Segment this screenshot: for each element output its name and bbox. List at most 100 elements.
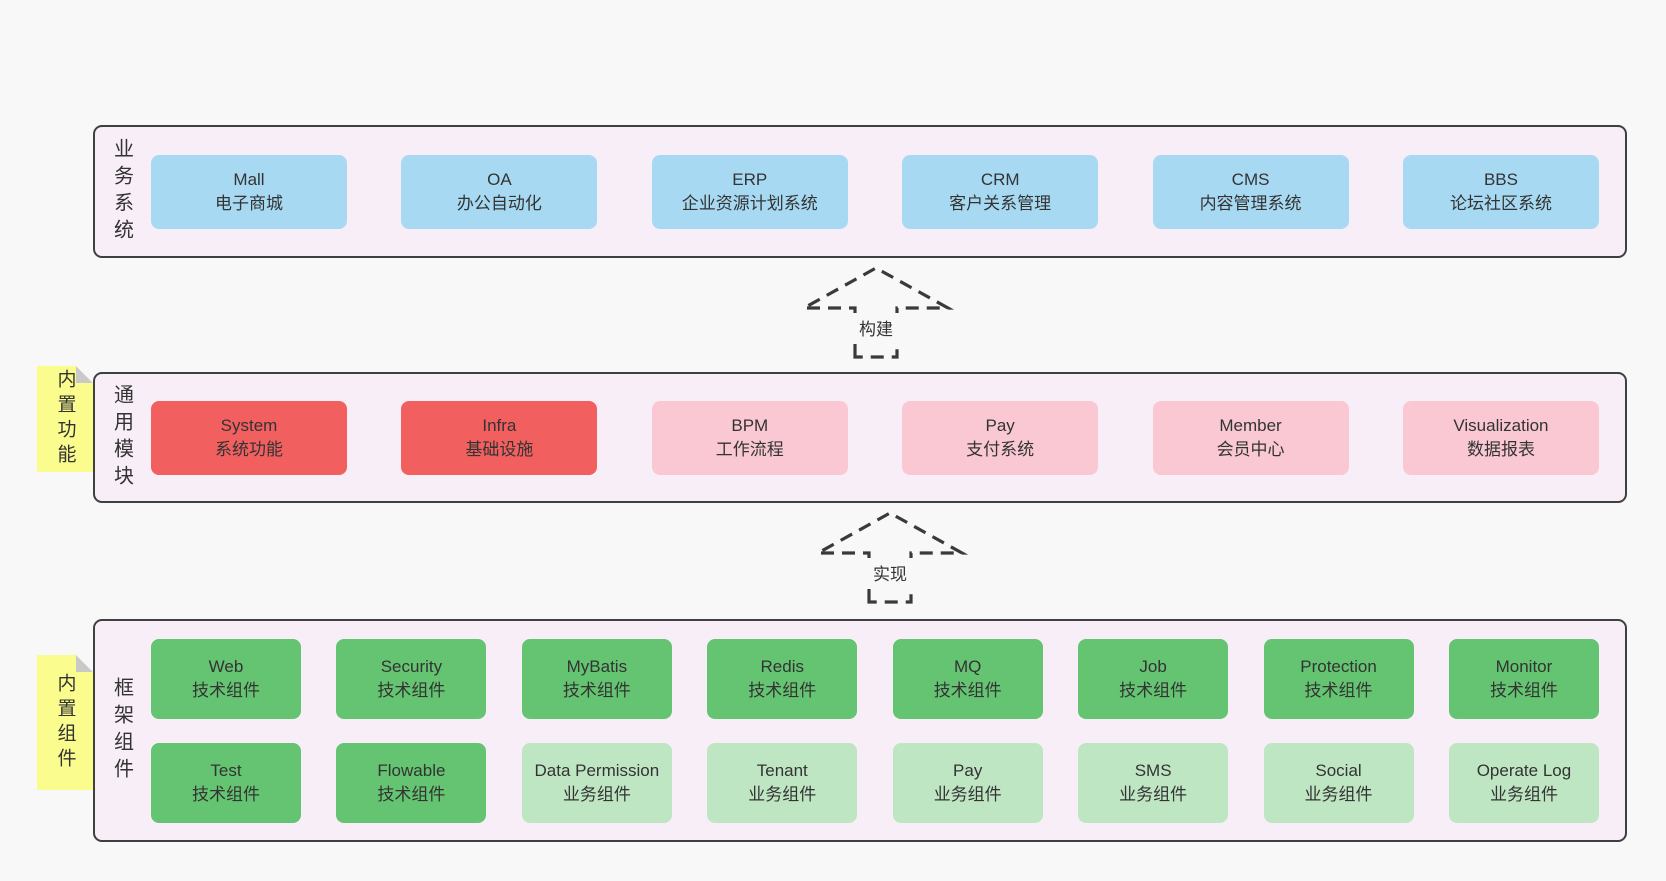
- node-protection: Protection 技术组件: [1263, 638, 1414, 719]
- node-subtitle: 业务组件: [1304, 784, 1373, 804]
- framework-rows: Web 技术组件 Security 技术组件 MyBatis 技术组件 Redi…: [145, 621, 1625, 840]
- common-modules-band-label: 通用模块: [110, 383, 133, 492]
- node-subtitle: 技术组件: [192, 784, 260, 804]
- node-title: BPM: [731, 416, 769, 436]
- build-arrow-label: 构建: [859, 320, 893, 339]
- node-pay-component: Pay 业务组件: [892, 742, 1043, 823]
- node-title: CMS: [1231, 170, 1270, 190]
- node-subtitle: 内容管理系统: [1199, 193, 1302, 213]
- node-subtitle: 企业资源计划系统: [681, 193, 818, 213]
- node-operate-log: Operate Log 业务组件: [1448, 742, 1599, 823]
- node-subtitle: 客户关系管理: [949, 193, 1052, 213]
- node-subtitle: 办公自动化: [456, 193, 542, 213]
- node-subtitle: 技术组件: [1119, 680, 1188, 700]
- node-title: Redis: [760, 657, 804, 677]
- node-infra: Infra 基础设施: [401, 400, 598, 475]
- node-title: Protection: [1300, 657, 1377, 677]
- node-title: Pay: [953, 761, 983, 781]
- node-mybatis: MyBatis 技术组件: [521, 638, 672, 719]
- node-title: OA: [487, 170, 512, 190]
- node-mq: MQ 技术组件: [892, 638, 1043, 719]
- node-erp: ERP 企业资源计划系统: [651, 154, 848, 229]
- node-web: Web 技术组件: [151, 638, 301, 719]
- node-title: Data Permission: [534, 761, 660, 781]
- up-arrow-icon: [798, 266, 955, 359]
- node-title: ERP: [732, 170, 768, 190]
- node-visualization: Visualization 数据报表: [1402, 400, 1599, 475]
- framework-band-label: 框架组件: [110, 676, 133, 785]
- node-cms: CMS 内容管理系统: [1152, 154, 1349, 229]
- node-title: System: [220, 416, 278, 436]
- node-subtitle: 会员中心: [1216, 439, 1285, 459]
- node-job: Job 技术组件: [1078, 638, 1229, 719]
- node-title: Pay: [985, 416, 1015, 436]
- node-subtitle: 技术组件: [933, 680, 1002, 700]
- node-subtitle: 技术组件: [377, 680, 446, 700]
- node-data-permission: Data Permission 业务组件: [521, 742, 672, 823]
- node-sms: SMS 业务组件: [1078, 742, 1229, 823]
- node-title: CRM: [980, 170, 1020, 190]
- common-modules-band: 通用模块 System 系统功能 Infra 基础设施 BPM 工作流程 Pay…: [93, 372, 1627, 503]
- node-subtitle: 技术组件: [1489, 680, 1558, 700]
- node-title: Tenant: [756, 761, 808, 781]
- node-monitor: Monitor 技术组件: [1448, 638, 1599, 719]
- node-subtitle: 业务组件: [933, 784, 1002, 804]
- business-row: Mall 电子商城 OA 办公自动化 ERP 企业资源计划系统 CRM 客户关系…: [145, 127, 1625, 256]
- node-redis: Redis 技术组件: [707, 638, 858, 719]
- node-title: Security: [380, 657, 443, 677]
- node-subtitle: 论坛社区系统: [1449, 193, 1552, 213]
- modules-row: System 系统功能 Infra 基础设施 BPM 工作流程 Pay 支付系统…: [145, 374, 1625, 501]
- node-subtitle: 业务组件: [748, 784, 817, 804]
- node-title: MyBatis: [566, 657, 628, 677]
- node-subtitle: 系统功能: [215, 439, 283, 459]
- node-subtitle: 基础设施: [465, 439, 534, 459]
- framework-components-band: 框架组件 Web 技术组件 Security 技术组件 MyBatis 技术组件…: [93, 619, 1627, 842]
- note-fold-corner-icon: [76, 655, 93, 672]
- builtin-functions-note-label: 内置功能: [54, 369, 76, 469]
- node-subtitle: 技术组件: [192, 680, 260, 700]
- node-title: Visualization: [1453, 416, 1549, 436]
- node-subtitle: 业务组件: [1119, 784, 1188, 804]
- node-title: Operate Log: [1476, 761, 1572, 781]
- node-title: Test: [210, 761, 242, 781]
- node-subtitle: 业务组件: [562, 784, 631, 804]
- node-subtitle: 技术组件: [1304, 680, 1373, 700]
- note-fold-corner-icon: [76, 366, 93, 383]
- node-subtitle: 业务组件: [1489, 784, 1558, 804]
- node-title: Web: [208, 657, 244, 677]
- node-subtitle: 支付系统: [966, 439, 1035, 459]
- implement-arrow: 实现: [812, 506, 972, 606]
- node-title: Flowable: [377, 761, 446, 781]
- node-subtitle: 工作流程: [715, 439, 784, 459]
- framework-row-1: Web 技术组件 Security 技术组件 MyBatis 技术组件 Redi…: [151, 638, 1599, 719]
- node-subtitle: 技术组件: [377, 784, 446, 804]
- node-title: Mall: [233, 170, 265, 190]
- node-title: Monitor: [1495, 657, 1553, 677]
- node-tenant: Tenant 业务组件: [707, 742, 858, 823]
- node-title: Job: [1139, 657, 1167, 677]
- node-security: Security 技术组件: [336, 638, 487, 719]
- node-pay-system: Pay 支付系统: [902, 400, 1099, 475]
- implement-arrow-label: 实现: [873, 565, 907, 584]
- up-arrow-icon: [812, 511, 969, 604]
- builtin-components-note: 内置组件: [37, 655, 93, 790]
- node-flowable: Flowable 技术组件: [336, 742, 487, 823]
- node-title: BBS: [1483, 170, 1518, 190]
- node-oa: OA 办公自动化: [401, 154, 598, 229]
- builtin-components-note-label: 内置组件: [54, 672, 76, 773]
- business-systems-band: 业务系统 Mall 电子商城 OA 办公自动化 ERP 企业资源计划系统 CRM…: [93, 125, 1627, 258]
- node-title: Social: [1315, 761, 1362, 781]
- business-band-label: 业务系统: [110, 137, 133, 246]
- node-title: SMS: [1134, 761, 1172, 781]
- node-subtitle: 电子商城: [215, 193, 283, 213]
- node-subtitle: 技术组件: [748, 680, 817, 700]
- node-member: Member 会员中心: [1152, 400, 1349, 475]
- node-mall: Mall 电子商城: [151, 154, 347, 229]
- node-crm: CRM 客户关系管理: [902, 154, 1099, 229]
- node-title: MQ: [953, 657, 982, 677]
- node-title: Member: [1219, 416, 1282, 436]
- node-system: System 系统功能: [151, 400, 347, 475]
- builtin-functions-note: 内置功能: [37, 366, 93, 472]
- node-test: Test 技术组件: [151, 742, 301, 823]
